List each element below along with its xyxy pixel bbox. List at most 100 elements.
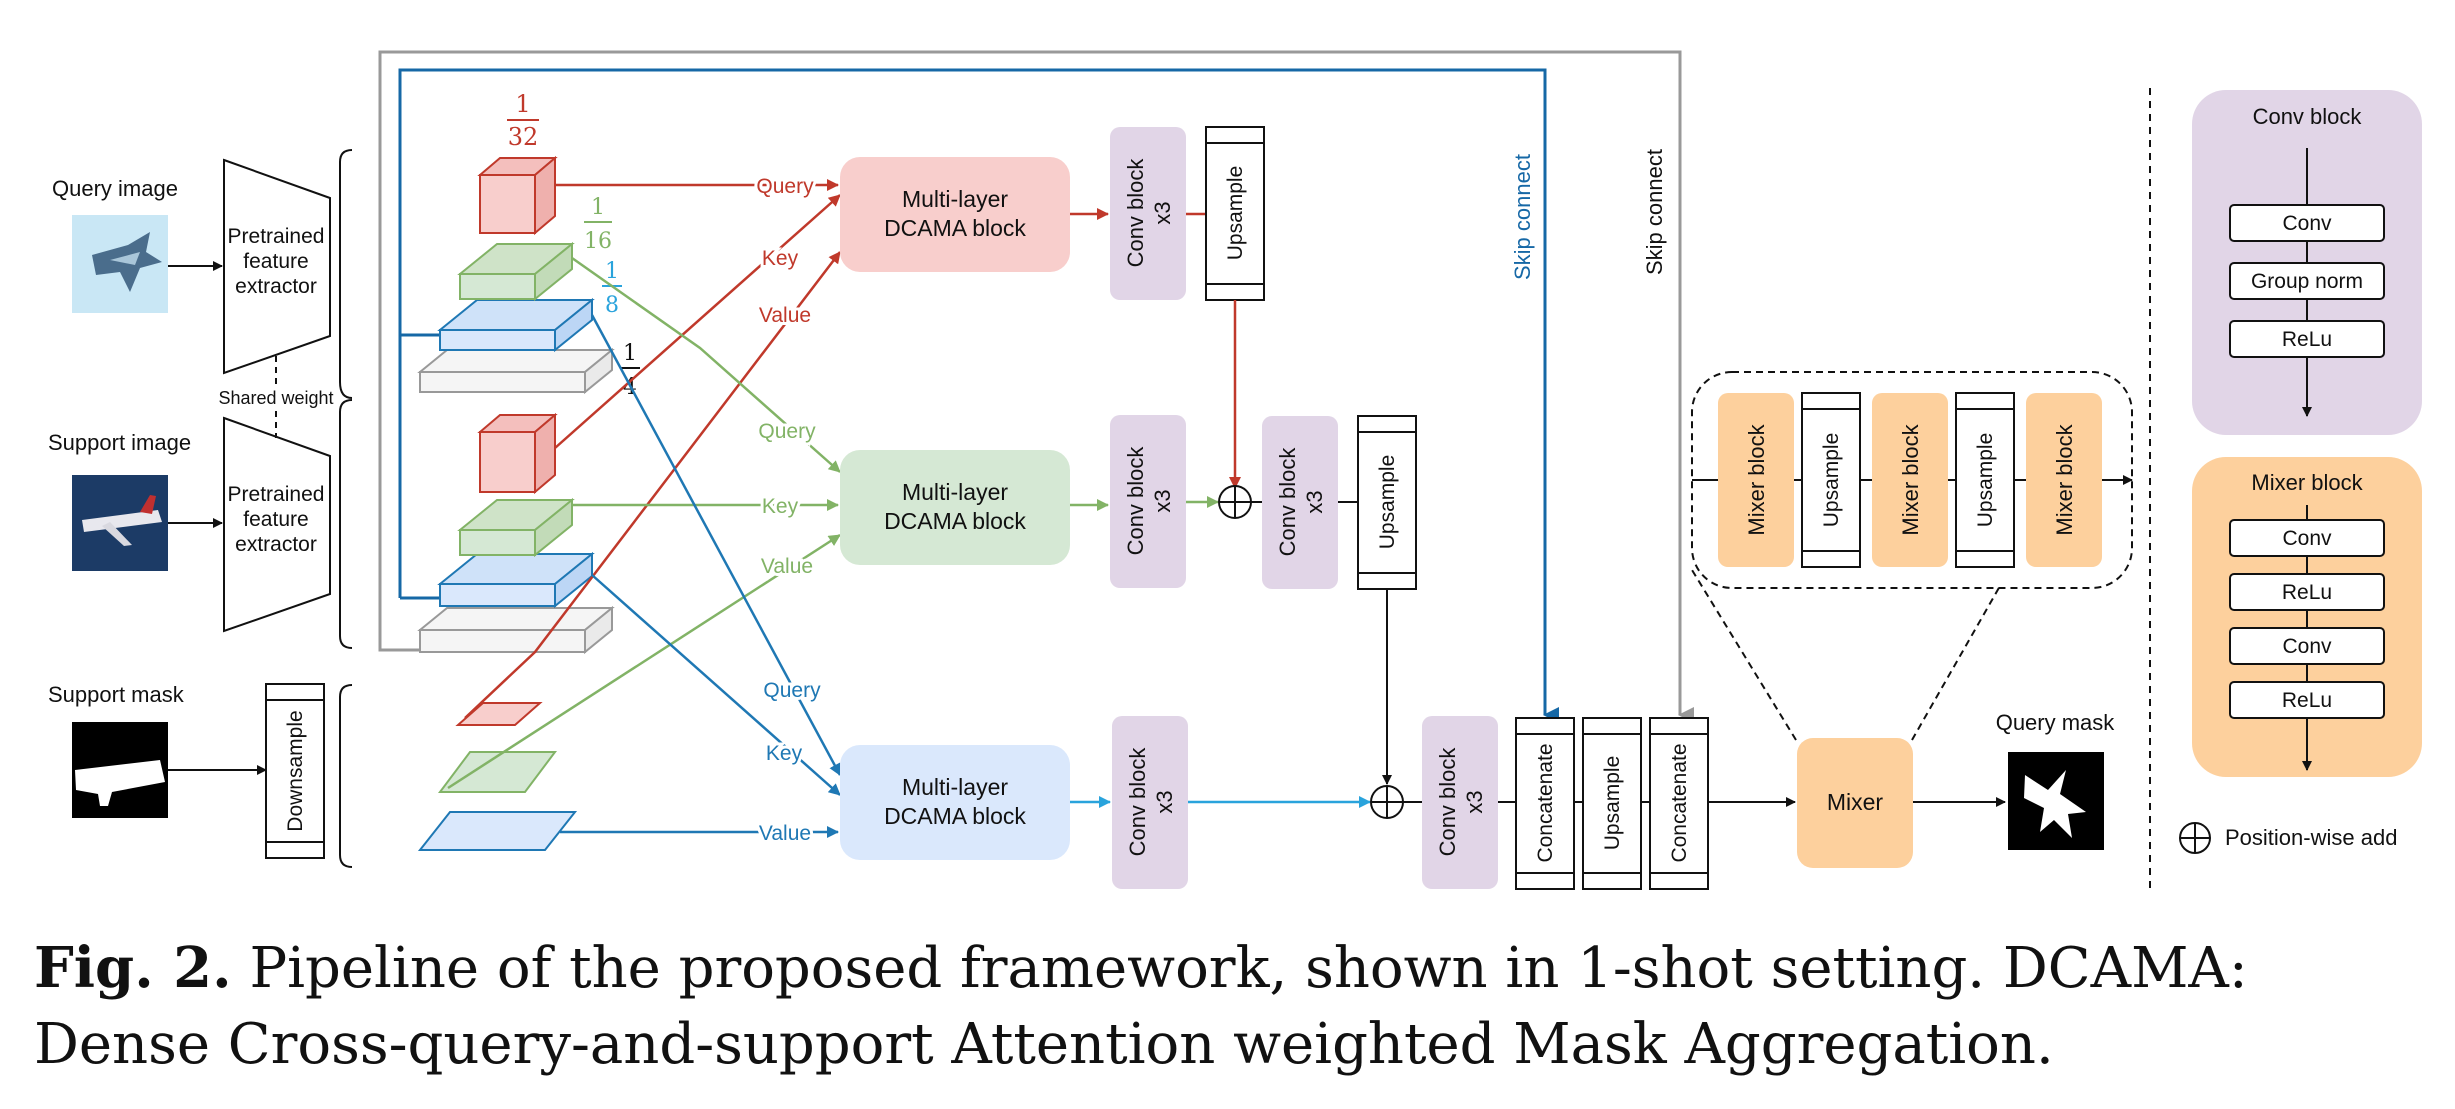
conv-block-red: Conv block x3: [1110, 127, 1186, 300]
svg-text:Downsample: Downsample: [284, 710, 307, 831]
mixer-sub-block-2: Mixer block: [1872, 393, 1948, 567]
svg-text:Multi-layer: Multi-layer: [902, 186, 1008, 212]
svg-text:Conv block: Conv block: [1125, 747, 1150, 857]
add-node-bottom: [1370, 785, 1404, 819]
support-brace: [339, 399, 353, 649]
svg-text:DCAMA block: DCAMA block: [884, 215, 1026, 241]
support-feature-red-1-32: [477, 412, 558, 495]
blue-key-edge: [591, 574, 841, 796]
query-feature-extractor: Pretrained feature extractor: [223, 158, 331, 375]
skip-connect-label-gray: Skip connect: [1642, 149, 1667, 275]
concatenate-1: Concatenate: [1515, 717, 1575, 890]
svg-text:8: 8: [605, 293, 619, 318]
svg-text:feature: feature: [243, 250, 308, 273]
mixer-upsample-1: Upsample: [1801, 392, 1861, 568]
query-feature-green-1-16: [457, 241, 575, 302]
blue-value-label: Value: [759, 822, 811, 845]
mask-brace: [339, 684, 353, 868]
mask-plane-blue: [417, 811, 578, 851]
svg-text:Pretrained: Pretrained: [228, 225, 325, 248]
scale-1-8: 1 8: [602, 259, 622, 318]
svg-text:1: 1: [605, 259, 619, 284]
svg-text:Conv block: Conv block: [1435, 747, 1460, 857]
svg-text:Mixer block: Mixer block: [2052, 423, 2077, 535]
svg-text:ReLu: ReLu: [2282, 581, 2332, 604]
figure-caption: Fig. 2. Pipeline of the proposed framewo…: [34, 930, 2434, 1083]
svg-text:Multi-layer: Multi-layer: [902, 479, 1008, 505]
green-query-edge: [571, 256, 841, 473]
query-mask-thumbnail: [2008, 752, 2104, 850]
svg-text:Mixer: Mixer: [1827, 789, 1884, 815]
mixer-expansion-frame: [1691, 371, 2133, 589]
svg-text:Conv: Conv: [2282, 527, 2332, 550]
svg-text:Conv block: Conv block: [1275, 447, 1300, 557]
query-feature-gray-1-4: [417, 347, 615, 395]
dcama-block-red: Multi-layer DCAMA block: [840, 157, 1070, 272]
svg-text:DCAMA block: DCAMA block: [884, 508, 1026, 534]
downsample-block: Downsample: [265, 683, 325, 859]
svg-text:1: 1: [623, 341, 637, 366]
svg-text:Concatenate: Concatenate: [1668, 743, 1691, 862]
svg-text:Conv block: Conv block: [1123, 446, 1148, 556]
svg-text:extractor: extractor: [235, 533, 317, 556]
svg-text:Upsample: Upsample: [1376, 455, 1399, 550]
svg-text:Upsample: Upsample: [1224, 166, 1247, 261]
query-image-thumbnail: [72, 215, 168, 313]
svg-text:32: 32: [508, 123, 539, 151]
conv-block-blue: Conv block x3: [1112, 716, 1188, 889]
svg-text:Upsample: Upsample: [1601, 756, 1624, 851]
green-key-label: Key: [762, 495, 799, 518]
upsample-middle: Upsample: [1357, 415, 1417, 590]
support-feature-extractor: Pretrained feature extractor: [223, 416, 331, 633]
red-value-edge: [464, 251, 841, 719]
query-mask-label: Query mask: [1996, 710, 2116, 735]
support-feature-gray-1-4: [417, 605, 615, 655]
conv-block-middle: Conv block x3: [1262, 416, 1338, 589]
mixer-sub-block-3: Mixer block: [2026, 393, 2102, 567]
svg-text:x3: x3: [1462, 790, 1487, 813]
svg-text:Conv block: Conv block: [1123, 158, 1148, 268]
svg-text:Mixer block: Mixer block: [1898, 423, 1923, 535]
support-mask-label: Support mask: [48, 682, 185, 707]
add-node-middle: [1218, 485, 1252, 519]
support-image-label: Support image: [48, 430, 191, 455]
green-query-label: Query: [758, 420, 816, 443]
mask-plane-green: [438, 751, 557, 793]
red-key-label: Key: [762, 247, 799, 270]
caption-label: Fig. 2.: [34, 935, 232, 1001]
svg-text:ReLu: ReLu: [2282, 689, 2332, 712]
blue-query-edge: [590, 314, 842, 776]
svg-text:Multi-layer: Multi-layer: [902, 774, 1008, 800]
concatenate-2: Concatenate: [1649, 717, 1709, 890]
svg-text:1: 1: [591, 195, 605, 220]
blue-skip-line: [398, 68, 1559, 723]
svg-text:x3: x3: [1302, 490, 1327, 513]
svg-text:x3: x3: [1150, 201, 1175, 224]
conv-block-bottom: Conv block x3: [1422, 716, 1498, 889]
support-mask-thumbnail: [72, 722, 168, 818]
green-value-edge: [447, 533, 841, 790]
svg-text:Concatenate: Concatenate: [1534, 743, 1557, 862]
svg-text:Pretrained: Pretrained: [228, 483, 325, 506]
legend-conv-block: Conv block Conv Group norm ReLu: [2192, 90, 2422, 435]
query-feature-red-1-32: [477, 155, 558, 236]
svg-text:Group norm: Group norm: [2251, 270, 2363, 293]
svg-text:ReLu: ReLu: [2282, 328, 2332, 351]
red-key-edge: [554, 194, 841, 449]
pipeline-diagram: Skip connect Skip connect Query image Su…: [48, 50, 2422, 892]
caption-text: Pipeline of the proposed framework, show…: [34, 936, 2248, 1077]
svg-text:Mixer block: Mixer block: [1744, 423, 1769, 535]
svg-text:Conv: Conv: [2282, 635, 2332, 658]
query-feature-blue-1-8: [437, 297, 595, 353]
svg-text:x3: x3: [1150, 489, 1175, 512]
query-brace: [339, 149, 353, 399]
mixer-upsample-2: Upsample: [1955, 392, 2015, 568]
svg-text:x3: x3: [1152, 790, 1177, 813]
skip-connect-label-blue: Skip connect: [1510, 154, 1535, 280]
upsample-red: Upsample: [1205, 126, 1265, 301]
legend-mixer-block: Mixer block Conv ReLu Conv ReLu: [2192, 457, 2422, 777]
support-feature-green-1-16: [457, 497, 575, 558]
svg-text:extractor: extractor: [235, 275, 317, 298]
shared-weight-label: Shared weight: [218, 388, 333, 408]
blue-query-label: Query: [763, 679, 821, 702]
